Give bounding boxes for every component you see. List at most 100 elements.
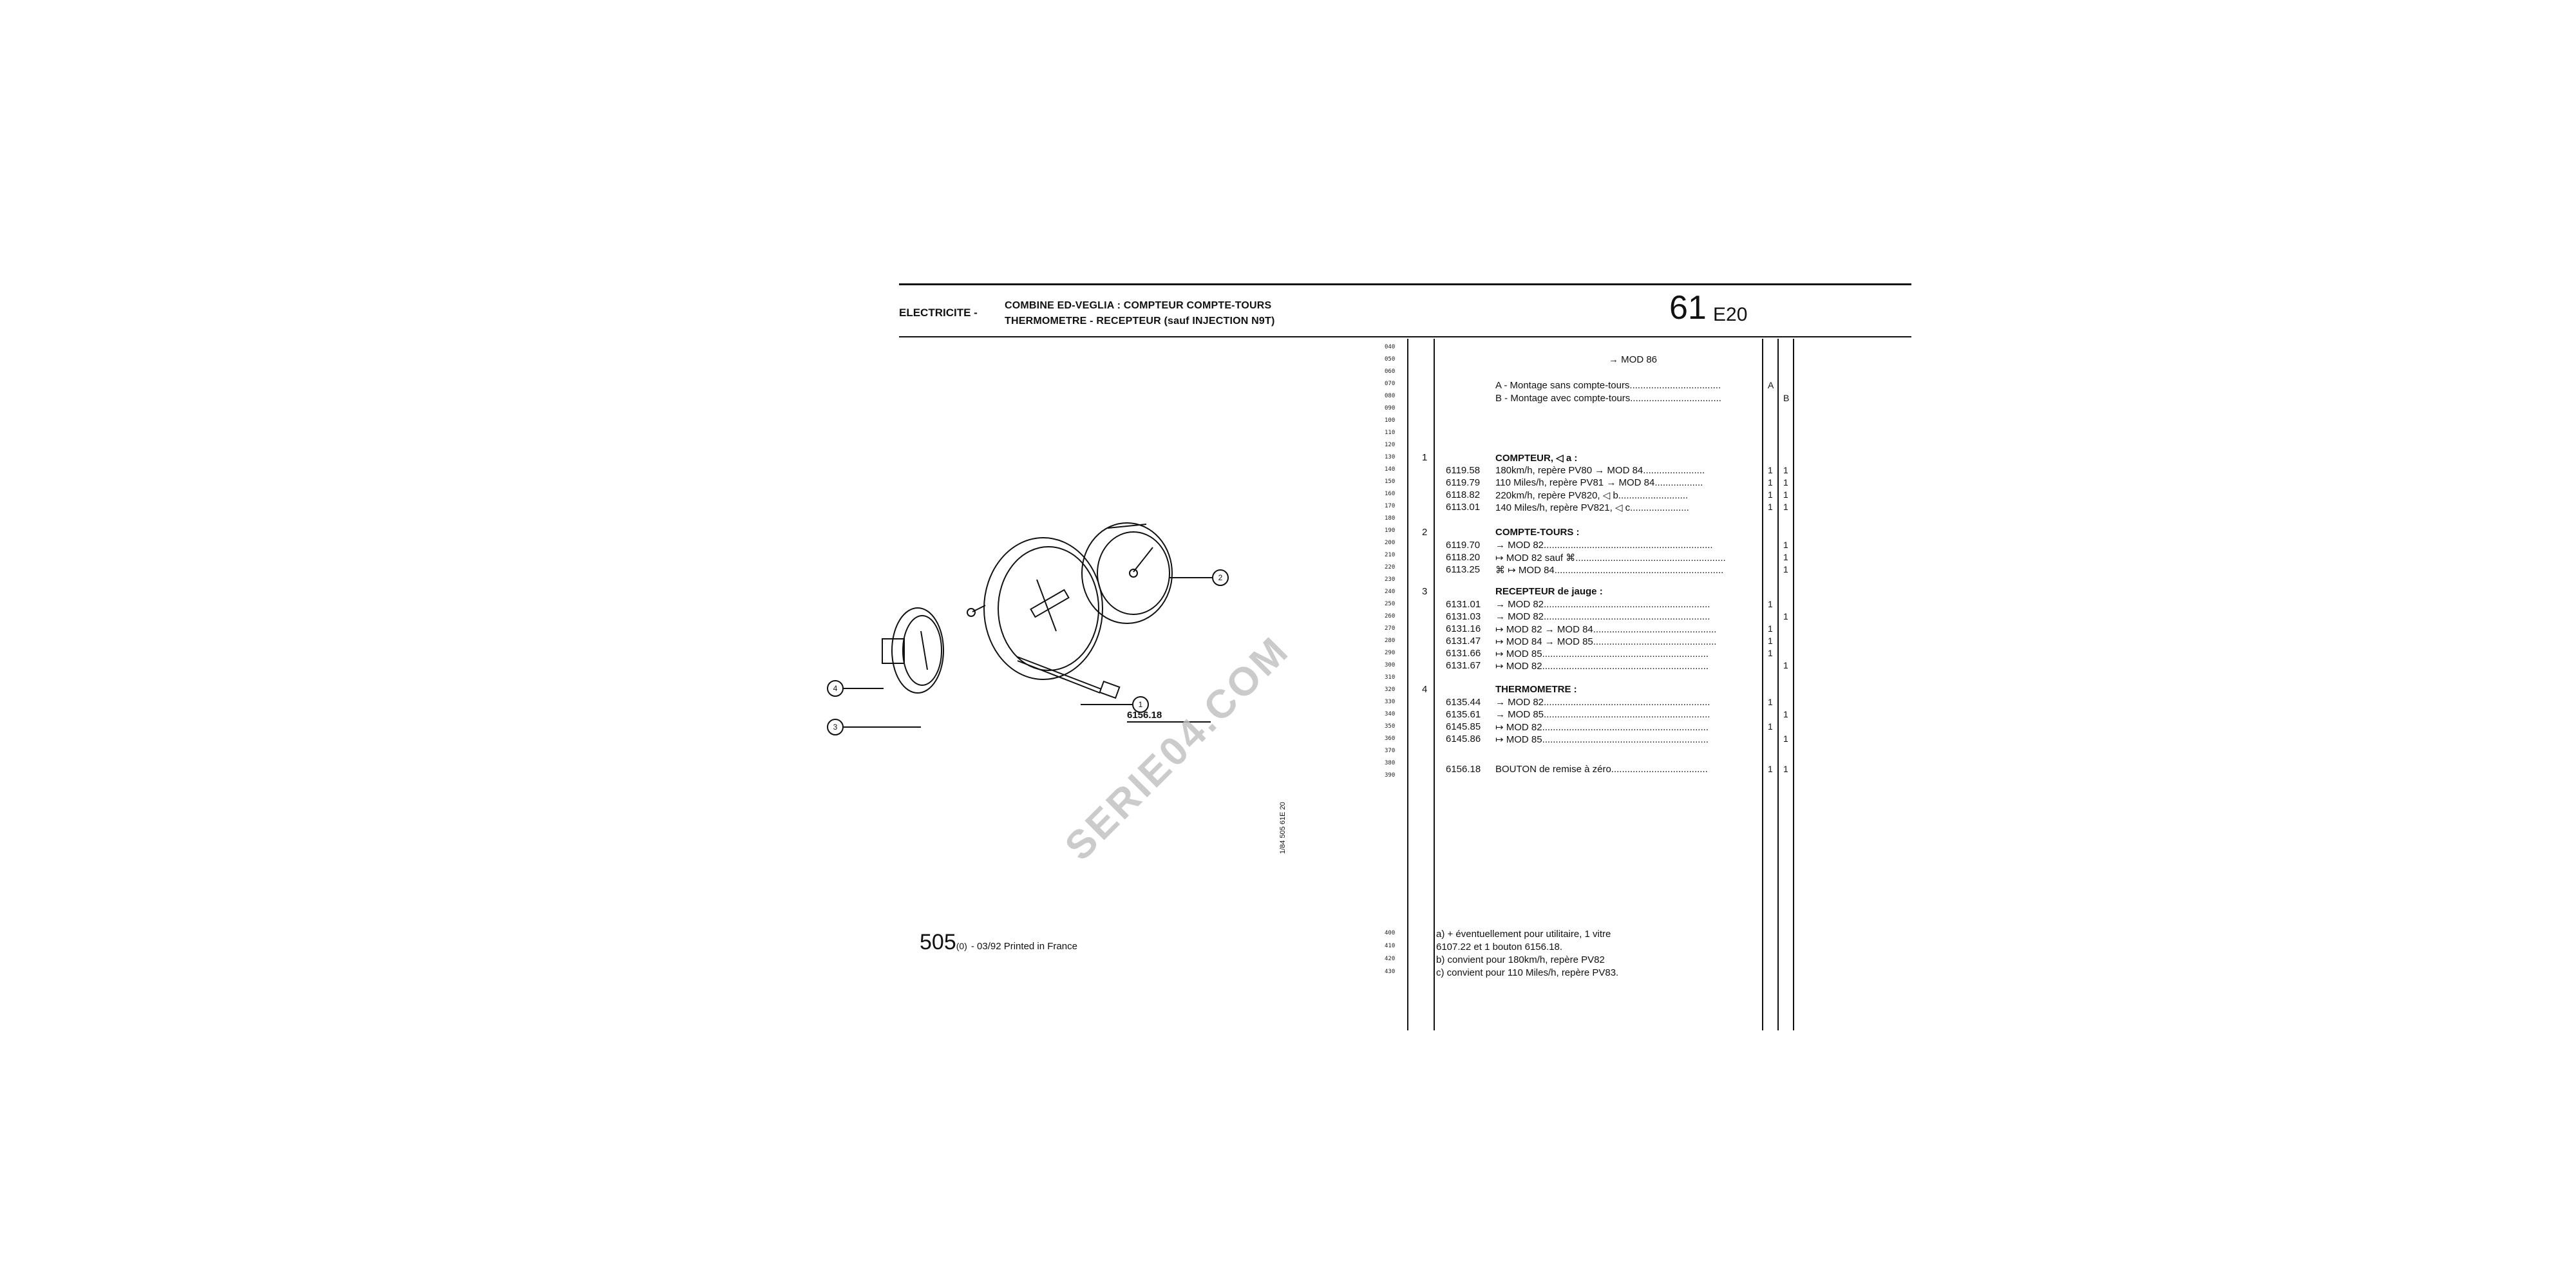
footnote-a: a) + éventuellement pour utilitaire, 1 v…	[1436, 929, 1611, 940]
part-desc: → MOD 82................................…	[1495, 540, 1713, 551]
row-number: 200	[1385, 540, 1396, 546]
mod86-line: → MOD 86	[1609, 354, 1658, 365]
part-ref: 6145.86	[1446, 734, 1481, 744]
part-ref: 6118.82	[1446, 489, 1481, 500]
part-desc: → MOD 85................................…	[1495, 709, 1710, 720]
side-reference-code: 1/84 505 61E 20	[1279, 802, 1287, 854]
page-footer: 505(0)- 03/92 Printed in France	[920, 930, 1077, 955]
part-ref: 6131.03	[1446, 611, 1481, 622]
part-ref: 6135.61	[1446, 709, 1481, 720]
row-number: 050	[1385, 356, 1396, 363]
combination-meter-diagram	[882, 522, 1173, 699]
footnote-b: b) convient pour 180km/h, repère PV82	[1436, 954, 1605, 965]
row-number: 100	[1385, 417, 1396, 424]
footnote-a-cont: 6107.22 et 1 bouton 6156.18.	[1436, 942, 1563, 952]
row-number: 390	[1385, 772, 1396, 779]
thermometer-gauge	[891, 607, 944, 694]
page-code: E20	[1713, 304, 1748, 325]
part-desc: ⌘ ↦ MOD 84..............................…	[1495, 565, 1724, 576]
part-desc: 220km/h, repère PV820, ◁ b..............…	[1495, 490, 1689, 501]
qty-a: 1	[1768, 648, 1773, 658]
mounting-b-line: B - Montage avec compte-tours...........…	[1495, 393, 1721, 404]
row-number: 110	[1385, 430, 1396, 436]
footer-row-number: 430	[1385, 969, 1396, 975]
row-number: 290	[1385, 650, 1396, 656]
row-number: 270	[1385, 625, 1396, 632]
row-number: 210	[1385, 552, 1396, 558]
part-desc: ↦ MOD 82 → MOD 84.......................…	[1495, 624, 1717, 635]
part-ref: 6145.85	[1446, 721, 1481, 732]
part-desc: ↦ MOD 85................................…	[1495, 734, 1709, 745]
qty-b: 1	[1783, 489, 1788, 500]
page-number: 61	[1669, 289, 1707, 327]
table-rule-3	[1762, 339, 1763, 1030]
tachometer-housing	[1081, 522, 1173, 624]
header-title-line2: THERMOMETRE - RECEPTEUR (sauf INJECTION …	[1005, 316, 1275, 327]
section-title: ELECTRICITE -	[899, 307, 978, 319]
qty-a: 1	[1768, 697, 1773, 707]
qty-a: 1	[1768, 636, 1773, 646]
row-number: 040	[1385, 344, 1396, 350]
qty-b: 1	[1783, 552, 1788, 562]
button-desc: BOUTON de remise à zéro.................…	[1495, 764, 1708, 775]
table-rule-2	[1434, 339, 1435, 1030]
row-number: 320	[1385, 687, 1396, 693]
qty-a: 1	[1768, 623, 1773, 634]
row-number: 330	[1385, 699, 1396, 705]
row-number: 140	[1385, 466, 1396, 473]
mounting-a-flag: A	[1768, 380, 1774, 390]
footer-row-number: 420	[1385, 956, 1396, 962]
row-number: 380	[1385, 760, 1396, 766]
part-ref: 6131.01	[1446, 599, 1481, 610]
callout-1: 1	[1132, 696, 1149, 713]
row-number: 240	[1385, 589, 1396, 595]
part-ref: 6131.66	[1446, 648, 1481, 659]
button-qty-a: 1	[1768, 764, 1773, 774]
leader-2	[1170, 577, 1212, 578]
parts-catalog-page: ELECTRICITE - COMBINE ED-VEGLIA : COMPTE…	[747, 283, 1911, 1030]
row-number: 360	[1385, 735, 1396, 742]
qty-a: 1	[1768, 721, 1773, 732]
header-top-rule	[899, 283, 1911, 285]
group-1-heading: COMPTEUR, ◁ a :	[1495, 453, 1578, 464]
row-number: 350	[1385, 723, 1396, 730]
row-number: 300	[1385, 662, 1396, 668]
part-ref: 6135.44	[1446, 697, 1481, 708]
row-number: 260	[1385, 613, 1396, 620]
qty-a: 1	[1768, 599, 1773, 609]
qty-a: 1	[1768, 489, 1773, 500]
group-2-item: 2	[1422, 527, 1428, 538]
footnote-c: c) convient pour 110 Miles/h, repère PV8…	[1436, 967, 1619, 978]
part-desc: → MOD 82................................…	[1495, 697, 1710, 708]
row-number: 180	[1385, 515, 1396, 522]
row-number: 340	[1385, 711, 1396, 717]
part-desc: ↦ MOD 85................................…	[1495, 649, 1709, 659]
part-desc: 140 Miles/h, repère PV821, ◁ c..........…	[1495, 502, 1689, 513]
table-rule-4	[1777, 339, 1779, 1030]
qty-b: 1	[1783, 734, 1788, 744]
button-qty-b: 1	[1783, 764, 1788, 774]
row-number: 160	[1385, 491, 1396, 497]
qty-b: 1	[1783, 611, 1788, 621]
mounting-a-line: A - Montage sans compte-tours...........…	[1495, 380, 1721, 391]
row-number: 150	[1385, 478, 1396, 485]
part-desc: ↦ MOD 84 → MOD 85.......................…	[1495, 636, 1717, 647]
leader-part	[1127, 721, 1211, 723]
qty-b: 1	[1783, 502, 1788, 512]
footer-print-info: - 03/92 Printed in France	[971, 941, 1077, 952]
qty-a: 1	[1768, 477, 1773, 488]
row-number: 190	[1385, 527, 1396, 534]
part-ref: 6119.58	[1446, 465, 1481, 476]
qty-a: 1	[1768, 502, 1773, 512]
group-3-heading: RECEPTEUR de jauge :	[1495, 586, 1603, 597]
row-number: 070	[1385, 381, 1396, 387]
row-number: 280	[1385, 638, 1396, 644]
part-desc: 180km/h, repère PV80 → MOD 84...........…	[1495, 465, 1705, 476]
row-number: 170	[1385, 503, 1396, 509]
qty-b: 1	[1783, 465, 1788, 475]
callout-3: 3	[827, 719, 844, 735]
footer-row-number: 410	[1385, 943, 1396, 949]
leader-1	[1081, 704, 1132, 705]
part-desc: → MOD 82................................…	[1495, 599, 1710, 610]
group-3-item: 3	[1422, 586, 1428, 597]
